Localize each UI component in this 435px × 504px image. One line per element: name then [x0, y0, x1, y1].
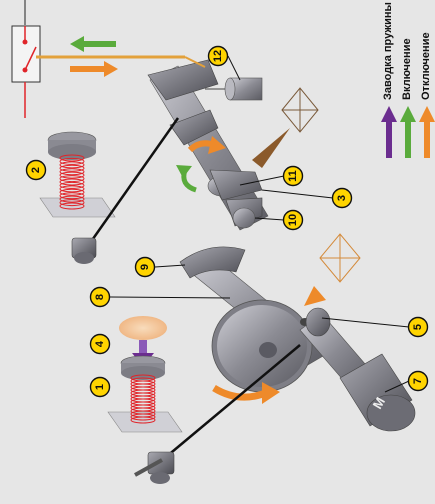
- upper-link-pivot: [71, 117, 180, 264]
- callout-badge: [134, 256, 156, 278]
- callout-number: 12: [212, 50, 224, 62]
- callout-badge: [407, 370, 429, 392]
- legend-item-open: Отключение: [419, 32, 435, 158]
- legend-label-open: Отключение: [420, 32, 432, 100]
- callout-11: 11: [282, 165, 304, 187]
- leader-line-12: [227, 55, 241, 81]
- closing-spring: [130, 374, 156, 424]
- auxiliary-switch: [11, 0, 185, 118]
- trip-latch: [252, 87, 319, 168]
- callout-number: 3: [336, 195, 348, 201]
- legend-item-charge: Заводка пружины: [381, 2, 397, 158]
- close-signal-arrow: [70, 36, 116, 52]
- callout-number: 11: [287, 170, 299, 182]
- motor: M: [299, 307, 416, 432]
- callout-number: 9: [139, 264, 151, 270]
- callout-badge: [282, 209, 304, 231]
- callout-badge: [407, 316, 429, 338]
- leader-line-3: [261, 189, 334, 199]
- leader-line-10: [254, 217, 285, 221]
- callout-5: 5: [407, 316, 429, 338]
- gear-latch: [304, 233, 361, 306]
- leader-line-8: [109, 296, 231, 299]
- callout-7: 7: [407, 370, 429, 392]
- open-signal-arrow: [70, 61, 118, 77]
- callout-badge: [25, 159, 47, 181]
- drive-gear: [211, 299, 313, 393]
- callout-badge: [89, 333, 111, 355]
- callout-number: 4: [94, 340, 106, 347]
- auxiliary-cylinder: [205, 77, 263, 101]
- legend-item-close: Включение: [400, 38, 416, 158]
- gear-rotation-arrow: [212, 382, 280, 404]
- legend-label-close: Включение: [401, 38, 413, 100]
- callout-number: 1: [94, 384, 106, 390]
- callout-badge: [282, 165, 304, 187]
- close-rotation-arrow: [176, 165, 197, 193]
- lower-link-pivot: [134, 344, 301, 484]
- legend: Заводка пружины Включение Отключение: [381, 2, 435, 158]
- callout-badge: [89, 286, 111, 308]
- callout-number: 7: [412, 378, 424, 384]
- opening-spring-assembly: [39, 131, 116, 218]
- open-rotation-arrow: [187, 136, 226, 154]
- leader-line-9: [154, 264, 186, 268]
- callout-4: 4: [89, 333, 111, 355]
- callout-badge: [207, 45, 229, 67]
- callout-number: 8: [94, 294, 106, 300]
- opening-spring: [59, 154, 85, 210]
- leader-line-5: [321, 317, 410, 328]
- legend-label-charge: Заводка пружины: [382, 2, 394, 100]
- callout-badge: [331, 187, 353, 209]
- leader-line-11: [239, 175, 285, 186]
- callout-1: 1: [89, 376, 111, 398]
- callout-2: 2: [25, 159, 47, 181]
- callout-number: 10: [287, 214, 299, 226]
- closing-spring-assembly: [107, 355, 183, 433]
- callout-number: 2: [30, 167, 42, 173]
- callout-number: 5: [412, 324, 424, 330]
- leader-line-7: [384, 380, 410, 393]
- callout-3: 3: [331, 187, 353, 209]
- callout-12: 12: [207, 45, 229, 67]
- callout-badge: [89, 376, 111, 398]
- callout-8: 8: [89, 286, 111, 308]
- camshaft: [147, 56, 269, 231]
- callout-10: 10: [282, 209, 304, 231]
- callout-9: 9: [134, 256, 156, 278]
